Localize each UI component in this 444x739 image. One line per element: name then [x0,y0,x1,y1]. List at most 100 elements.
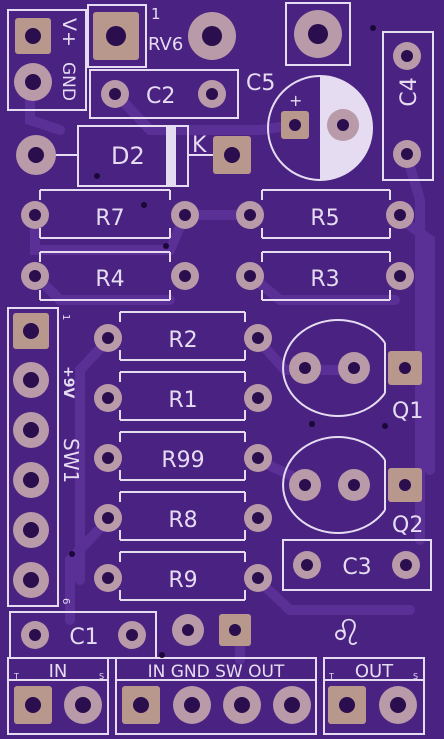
hole [102,572,114,584]
sw1-outline [7,307,59,607]
trace [253,335,360,375]
trace [110,88,300,135]
hole [206,88,218,100]
d2-label: D2 [111,142,145,170]
hole [179,270,191,282]
hole [394,270,406,282]
trace [253,575,415,615]
hole [252,392,264,404]
r2-label: R2 [168,328,197,353]
in-jack-s: S [99,672,104,681]
out-jack-t: T [328,672,334,681]
hole [29,270,41,282]
c3-label: C3 [342,555,371,580]
hole [224,147,240,163]
leo-logo: ♌ [330,613,362,654]
hole [25,74,41,90]
hole [202,26,222,46]
c2-label: C2 [146,84,175,109]
hole [401,50,413,62]
q2-label: Q2 [392,513,423,538]
hole [308,24,328,44]
hole [339,697,355,713]
hole [25,697,41,713]
r7-outline [39,189,171,239]
r8-label: R8 [168,508,197,533]
hole [28,147,44,163]
in-jack-t: T [13,672,19,681]
hole [284,697,300,713]
hole [229,624,241,636]
hole [102,392,114,404]
via [94,173,100,179]
c3-outline [282,539,432,591]
r9-outline [119,551,246,601]
hole [106,26,126,46]
hole [29,209,41,221]
hole [390,697,406,713]
hole [301,559,313,571]
power-label: V+ [58,18,80,47]
hole [400,559,412,571]
power-header-outline [7,9,87,111]
trace [75,335,113,585]
out-jack-label: OUT [355,661,394,682]
hole [23,422,39,438]
hole [25,28,41,44]
hole [252,572,264,584]
via [69,551,75,557]
hole [348,479,360,491]
q1-label: Q1 [392,399,423,424]
hole [399,479,411,491]
d2-k-label: K [192,133,207,158]
pot-pin-outline [87,4,147,68]
hole [23,522,39,538]
r1-label: R1 [168,388,197,413]
resistor-column: R2 R1 R99 R8 R9 [94,311,272,601]
sw1-pin-1-label: 1 [60,314,71,320]
via [163,243,169,249]
via [382,423,388,429]
hole [23,372,39,388]
hole [179,209,191,221]
r99-outline [119,431,246,481]
r5-outline [261,189,391,239]
c1-label: C1 [69,625,98,650]
hole [299,362,311,374]
r4-label: R4 [95,267,124,292]
hole [23,323,39,339]
via [141,202,147,208]
ground-label: GND [58,62,78,101]
c4-outline [382,31,434,181]
sw1-label: SW1 [59,438,83,483]
hole [75,697,91,713]
pot-pin-label: 1 [151,5,161,23]
hole [348,362,360,374]
r7-label: R7 [95,206,124,231]
in-jack-label: IN [49,661,68,682]
q2-outline [282,436,386,534]
hole [289,119,301,131]
hole [102,452,114,464]
hole [29,629,41,641]
hole [23,472,39,488]
d2-cathode-band [166,126,176,186]
r3-outline [261,251,391,301]
out-jack-outline [323,657,425,735]
via [309,421,315,427]
in-jack-outline [7,657,109,735]
hole [337,119,349,131]
hole [299,479,311,491]
r1-outline [119,371,246,421]
vias [69,25,388,658]
hole [244,209,256,221]
r9-label: R9 [168,568,197,593]
sw1-volt-label: +9V [60,366,76,398]
r5-label: R5 [310,206,339,231]
hole [252,452,264,464]
r3-label: R3 [310,267,339,292]
hole [252,512,264,524]
q1-outline [282,319,386,417]
